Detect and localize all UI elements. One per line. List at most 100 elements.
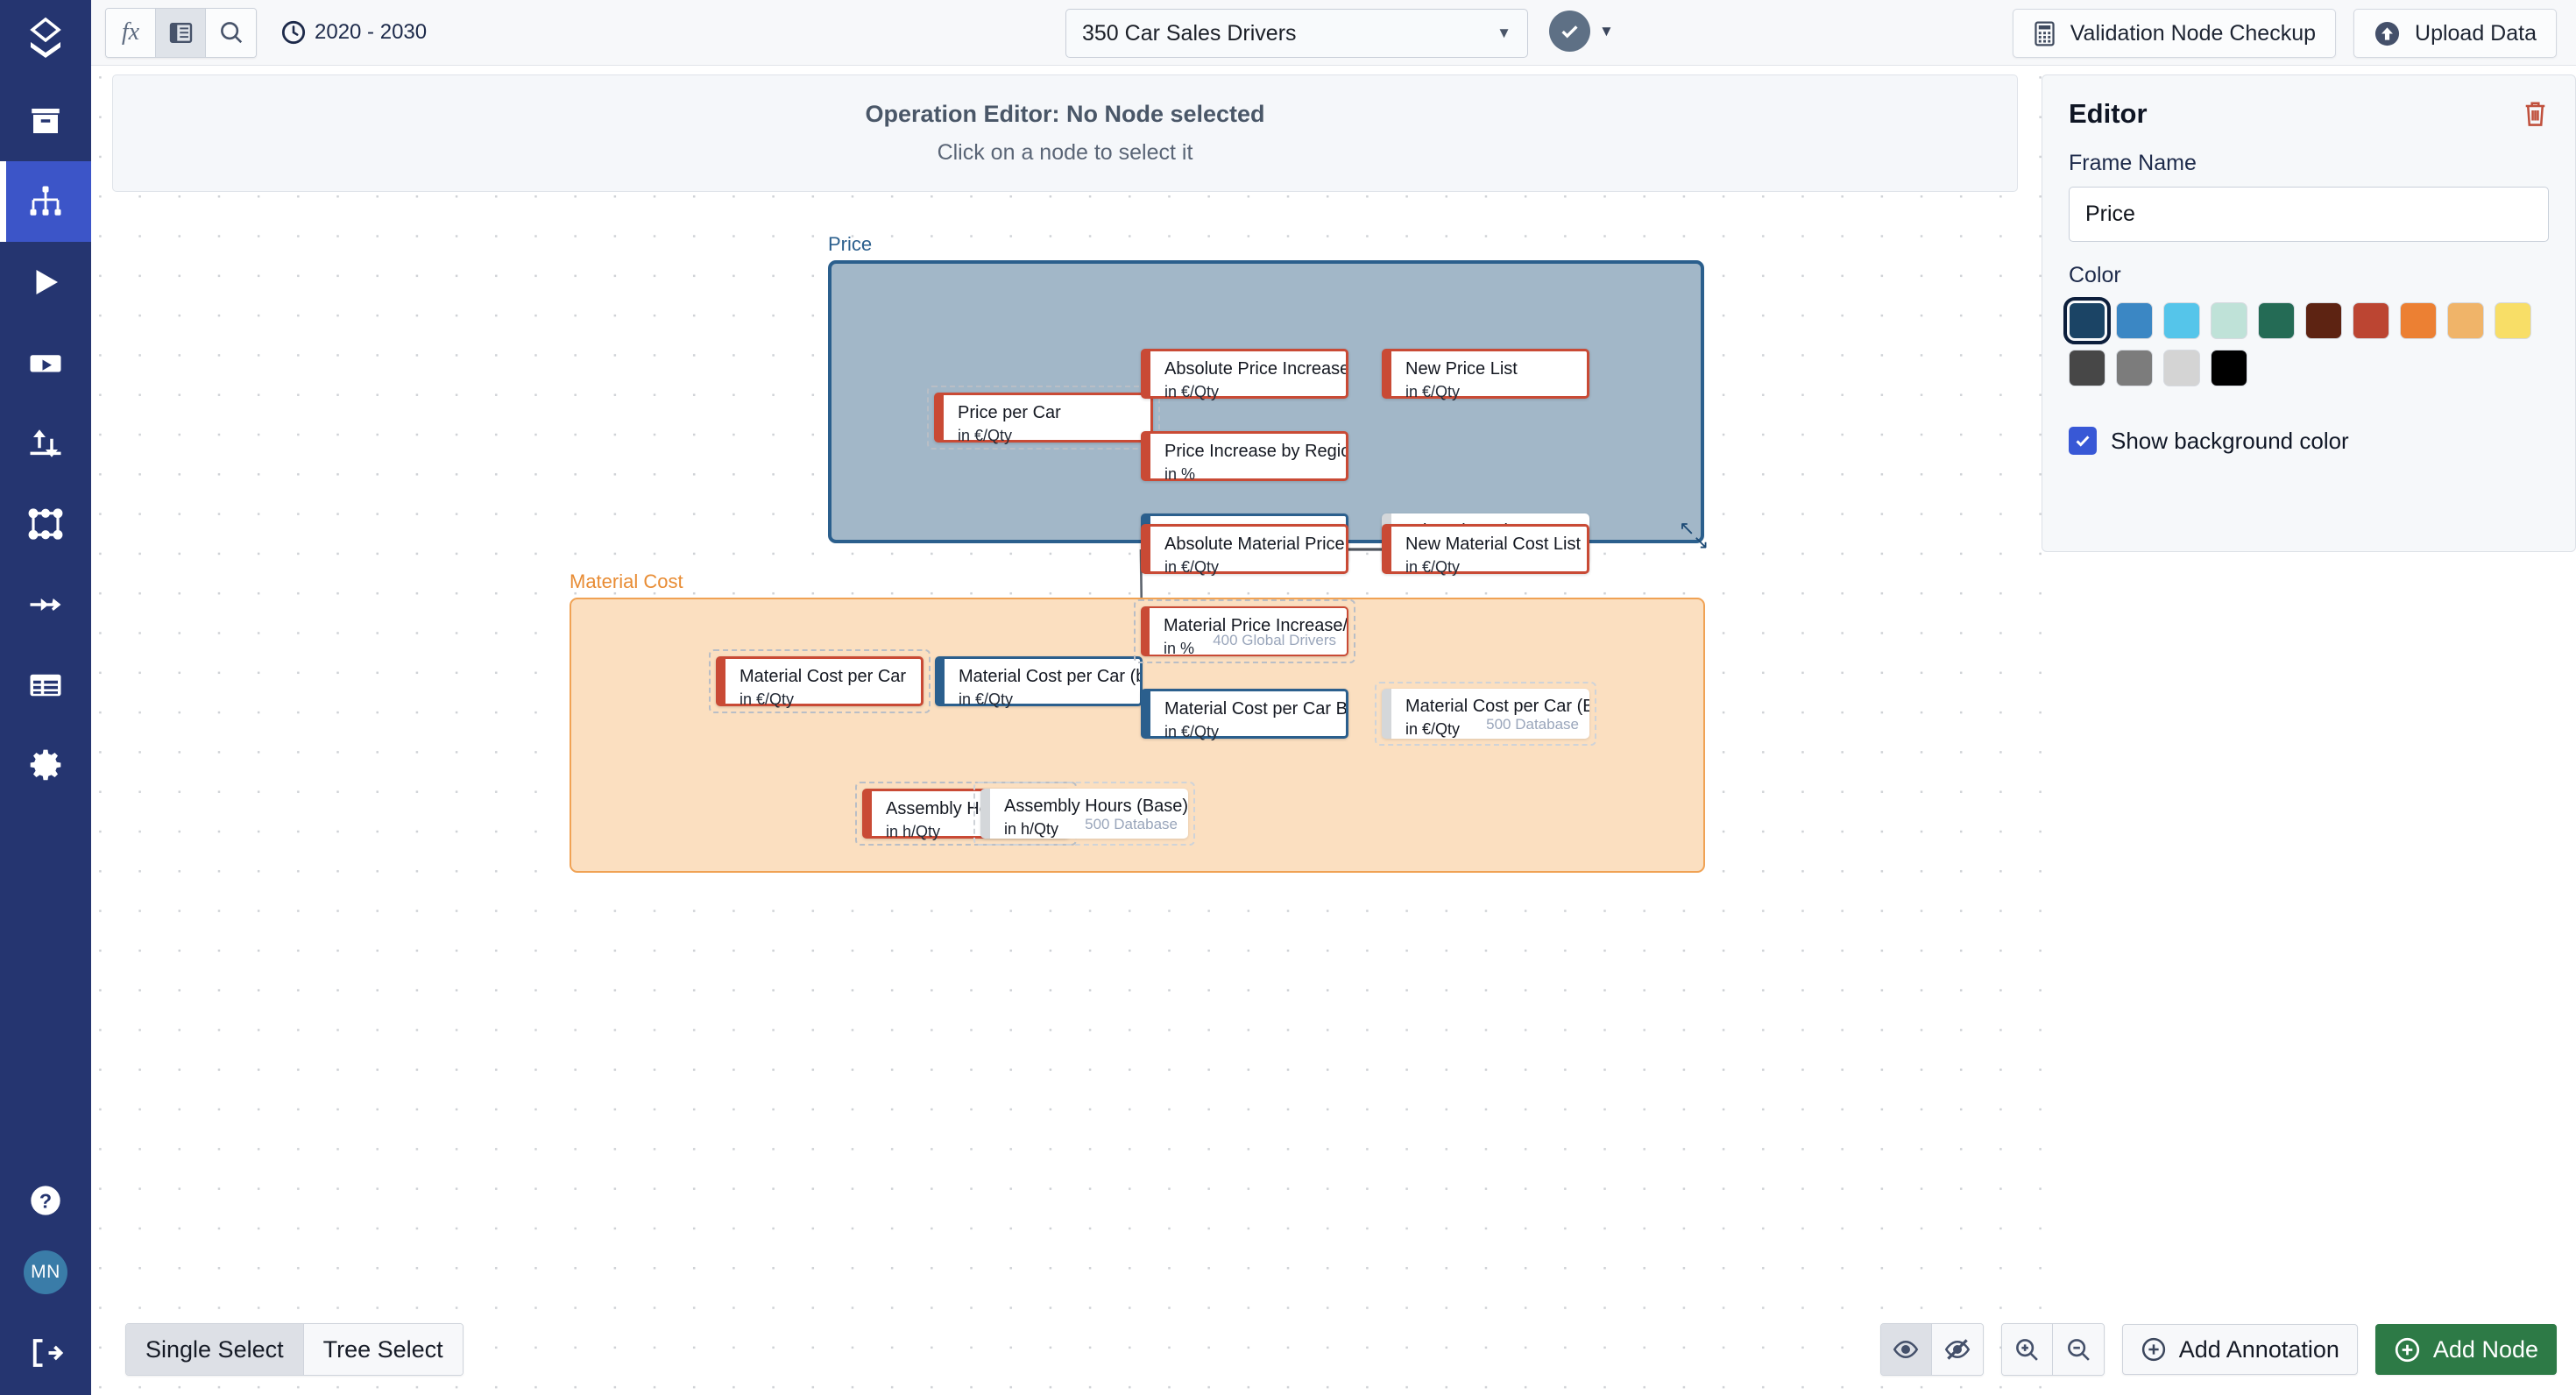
single-select-button[interactable]: Single Select <box>126 1324 304 1375</box>
check-circle-icon <box>1549 11 1590 52</box>
node-material-price-increase-decrease[interactable]: Material Price Increase/Decre... in % 400 … <box>1141 606 1348 657</box>
editor-panel-header: Editor <box>2069 98 2549 130</box>
calculator-icon <box>2035 21 2055 46</box>
frame-name-label: Frame Name <box>2069 151 2197 175</box>
node-material-cost-per-car-base[interactable]: Material Cost per Car (Base)in €/Qty500 … <box>1382 689 1589 739</box>
frame-resize-handle[interactable]: ↖ <box>1679 517 1695 539</box>
sidebar-item-frames[interactable] <box>0 484 91 564</box>
node-title: Material Price Increase/Decre... <box>1164 616 1347 635</box>
validation-node-checkup-button[interactable]: Validation Node Checkup <box>2012 9 2337 58</box>
zoom-in-icon <box>2016 1339 2039 1361</box>
sidebar-item-settings[interactable] <box>0 726 91 806</box>
node-unit: in €/Qty <box>1164 723 1220 740</box>
color-swatch-7[interactable] <box>2400 302 2437 339</box>
node-unit: in €/Qty <box>740 690 795 708</box>
node-source-tag: 500 Database <box>1085 816 1178 832</box>
color-swatch-3[interactable] <box>2211 302 2247 339</box>
node-absolute-material-price-increase[interactable]: Absolute Material Price Incre...in €/Qty <box>1141 524 1348 576</box>
formula-view-button[interactable]: fx <box>106 8 156 57</box>
visibility-toggle-group <box>1879 1323 1984 1376</box>
color-swatch-5[interactable] <box>2305 302 2342 339</box>
node-material-cost-per-car-bop[interactable]: Material Cost per Car BoP in €/Qty <box>1141 689 1348 740</box>
color-swatch-12[interactable] <box>2163 350 2200 386</box>
node-absolute-price-increase[interactable]: Absolute Price Increase (Sust... in €/Qty <box>1141 349 1348 400</box>
period-indicator[interactable]: 2020 - 2030 <box>281 20 427 45</box>
app-logo[interactable] <box>0 0 91 81</box>
sidebar-item-help[interactable]: ? <box>0 1167 91 1234</box>
sidebar-item-logout[interactable] <box>0 1311 91 1395</box>
color-swatch-10[interactable] <box>2069 350 2105 386</box>
validation-button-label: Validation Node Checkup <box>2070 20 2317 46</box>
operation-editor-panel: Operation Editor: No Node selected Click… <box>112 74 2018 192</box>
help-circle-icon: ? <box>31 1186 60 1215</box>
sidebar-item-model-tree[interactable] <box>0 161 91 242</box>
upload-data-button[interactable]: Upload Data <box>2353 9 2557 58</box>
sidebar-item-table[interactable] <box>0 645 91 726</box>
chevron-down-icon: ▼ <box>1497 25 1511 41</box>
canvas-tools: Add Annotation Add Node <box>1879 1323 2557 1376</box>
project-select[interactable]: 350 Car Sales Drivers ▼ <box>1065 9 1528 58</box>
add-annotation-label: Add Annotation <box>2178 1335 2339 1363</box>
color-swatch-8[interactable] <box>2447 302 2484 339</box>
node-title: Material Cost per Car (Base) <box>1405 697 1589 716</box>
frame-select-icon <box>28 508 63 540</box>
node-source-tag: 400 Global Drivers <box>1213 632 1336 648</box>
gear-icon <box>30 749 61 781</box>
sidebar-item-flow[interactable] <box>0 564 91 645</box>
node-unit: in % <box>1164 465 1196 483</box>
zoom-in-button[interactable] <box>2001 1324 2053 1375</box>
node-title: Material Cost per Car BoP <box>1164 699 1346 719</box>
node-price-increase-by-region[interactable]: Price Increase by Region (Su...in % <box>1141 431 1348 483</box>
node-title: Absolute Price Increase (Sust... <box>1164 359 1346 379</box>
node-title: Material Cost per Car <box>740 667 907 686</box>
color-swatch-11[interactable] <box>2116 350 2153 386</box>
color-swatch-9[interactable] <box>2495 302 2531 339</box>
hide-all-button[interactable] <box>1931 1324 1983 1375</box>
toolbar-right-actions: Validation Node Checkup Upload Data <box>2012 9 2557 58</box>
node-title: Absolute Material Price Incre... <box>1164 535 1346 554</box>
node-title: New Material Cost List <box>1405 535 1582 554</box>
node-unit: in €/Qty <box>1405 720 1461 738</box>
check-icon <box>2076 435 2090 447</box>
node-tree-icon <box>30 186 61 216</box>
trash-icon[interactable] <box>2522 100 2549 129</box>
node-unit: in €/Qty <box>1164 383 1220 400</box>
add-node-button[interactable]: Add Node <box>2374 1324 2557 1375</box>
color-swatch-0[interactable] <box>2063 297 2111 344</box>
show-background-checkbox[interactable] <box>2069 427 2097 455</box>
search-button[interactable] <box>206 8 256 57</box>
show-all-button[interactable] <box>1880 1324 1932 1375</box>
layers-logo-icon <box>30 18 61 58</box>
operation-editor-title: Operation Editor: No Node selected <box>865 101 1265 127</box>
node-unit: in % <box>1164 640 1195 657</box>
node-title: New Price List <box>1405 359 1518 379</box>
node-title: Price per Car <box>958 403 1061 422</box>
user-avatar[interactable]: MN <box>0 1234 91 1311</box>
color-swatch-4[interactable] <box>2258 302 2295 339</box>
price-frame-label: Price <box>828 233 873 255</box>
frame-name-input[interactable] <box>2069 187 2549 242</box>
add-annotation-button[interactable]: Add Annotation <box>2121 1324 2358 1375</box>
zoom-out-button[interactable] <box>2052 1324 2104 1375</box>
tree-select-button[interactable]: Tree Select <box>303 1324 463 1375</box>
panel-view-button[interactable] <box>156 8 206 57</box>
sidebar-item-scenario-run[interactable] <box>0 322 91 403</box>
color-swatch-6[interactable] <box>2353 302 2389 339</box>
color-swatch-1[interactable] <box>2116 302 2153 339</box>
validate-status-control[interactable]: ▼ <box>1549 11 1614 52</box>
node-material-cost-per-car-by-co[interactable]: Material Cost per Car (by Co...in €/Qty <box>935 656 1143 708</box>
show-background-row[interactable]: Show background color <box>2069 427 2549 455</box>
node-material-cost-per-car[interactable]: Material Cost per Car in €/Qty <box>716 656 924 708</box>
sidebar-item-import-export[interactable] <box>0 403 91 484</box>
sidebar-item-archive[interactable] <box>0 81 91 161</box>
node-unit: in h/Qty <box>886 823 941 840</box>
frame-resize-handle-outer[interactable]: ↘ <box>1693 531 1709 553</box>
color-swatch-2[interactable] <box>2163 302 2200 339</box>
color-swatch-13[interactable] <box>2211 350 2247 386</box>
sidebar-item-run[interactable] <box>0 242 91 322</box>
